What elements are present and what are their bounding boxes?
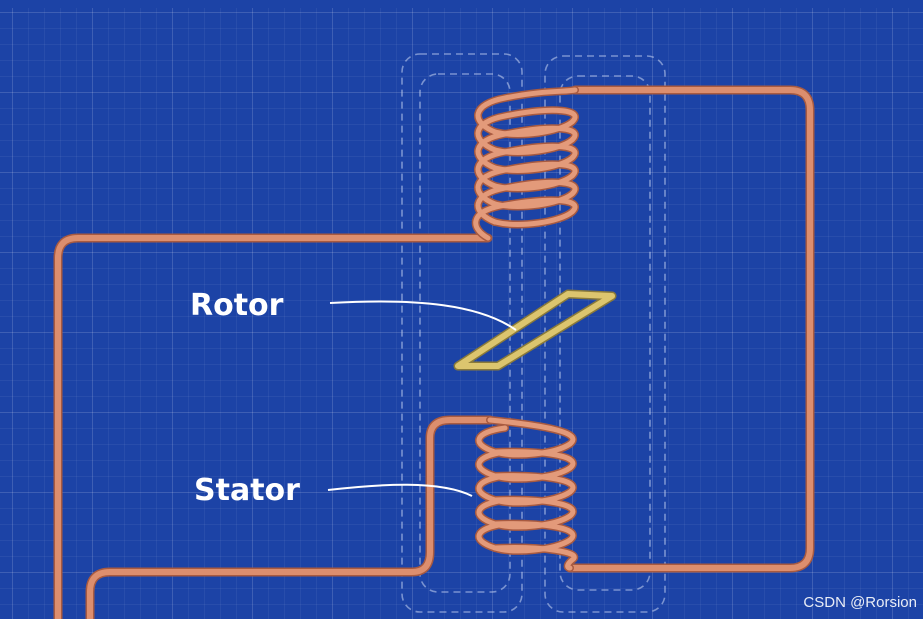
- header-strip: [0, 0, 923, 8]
- rotor-leader-line: [329, 300, 517, 331]
- rotor-label: Rotor: [190, 288, 284, 323]
- wires: [53, 85, 815, 619]
- bottom-wire: [87, 417, 493, 619]
- stator-label: Stator: [194, 473, 300, 508]
- right-loop-wire: [567, 87, 813, 571]
- inner-right-outline: [559, 75, 651, 591]
- bottom-coil: [475, 416, 579, 572]
- left-wire: [55, 235, 491, 619]
- inner-left-outline: [419, 73, 511, 593]
- right-loop-shadow: [565, 85, 815, 573]
- stator-leader-line: [327, 483, 473, 497]
- rotor-loop: [453, 289, 617, 371]
- outer-left-outline: [401, 53, 523, 613]
- watermark: CSDN @Rorsion: [803, 594, 917, 611]
- top-coil: [471, 86, 579, 242]
